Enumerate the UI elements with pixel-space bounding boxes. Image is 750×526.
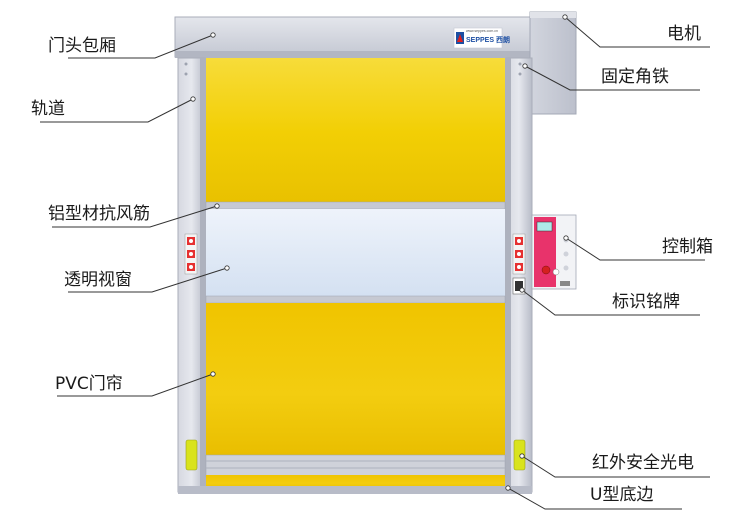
label-control-box: 控制箱	[662, 237, 713, 257]
right-indicator-lights	[512, 233, 526, 275]
right-photocell	[513, 439, 526, 471]
leader-window	[68, 267, 228, 293]
leader-door-header	[68, 34, 214, 59]
motor	[529, 11, 577, 115]
label-bottom-bar: U型底边	[590, 485, 654, 505]
leader-wind-bar	[52, 205, 218, 228]
aluminum-wind-bar-top	[205, 201, 506, 210]
control-box	[531, 214, 577, 290]
label-window: 透明视窗	[64, 270, 132, 290]
leader-track	[40, 98, 194, 123]
label-nameplate: 标识铭牌	[612, 292, 680, 312]
leader-motor	[564, 16, 710, 48]
label-angle-iron: 固定角铁	[601, 67, 669, 87]
left-photocell	[185, 439, 198, 471]
pvc-curtain-lower	[206, 303, 505, 455]
leader-control-box	[565, 237, 705, 261]
leader-bottom-bar	[507, 487, 682, 510]
transparent-window	[206, 209, 505, 299]
label-wind-bar: 铝型材抗风筋	[48, 204, 150, 224]
brand-name: SEPPES 西朗	[466, 35, 510, 44]
left-indicator-lights	[184, 233, 198, 275]
aluminum-wind-bar-bottom	[205, 295, 506, 304]
leader-photocell	[521, 455, 710, 478]
leader-angle-iron	[524, 65, 700, 91]
u-bottom-bar	[205, 454, 506, 478]
label-door-header: 门头包厢	[48, 36, 116, 56]
leader-lines	[40, 16, 710, 510]
label-photocell: 红外安全光电	[592, 453, 694, 473]
label-track: 轨道	[31, 99, 65, 119]
pvc-curtain-upper	[206, 58, 505, 206]
leader-curtain	[57, 373, 214, 397]
label-curtain: PVC门帘	[55, 374, 123, 394]
leader-nameplate	[521, 289, 700, 316]
brand-logo	[453, 27, 503, 49]
brand-tagline: www.seppes.com.cn	[466, 29, 498, 33]
label-motor: 电机	[667, 24, 701, 44]
